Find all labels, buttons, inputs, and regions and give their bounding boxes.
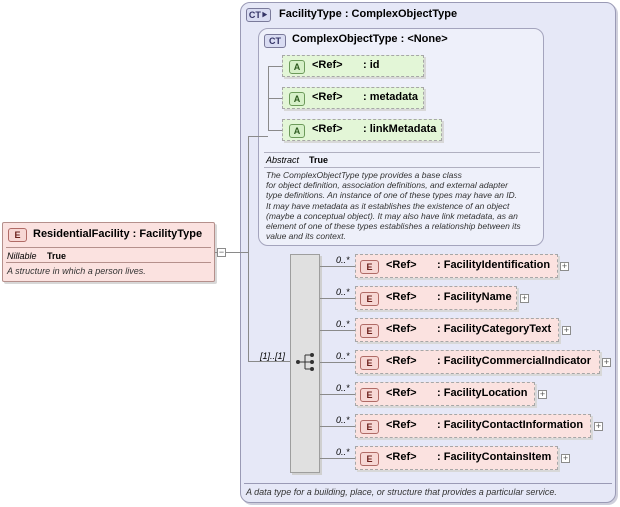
attribute-link-metadata[interactable]: A <Ref> : linkMetadata xyxy=(282,119,442,141)
element-icon: E xyxy=(360,420,379,434)
description-line: for object definition, association defin… xyxy=(266,180,508,191)
element-name: : FacilityContainsItem xyxy=(437,451,552,463)
facility-type-description: A data type for a building, place, or st… xyxy=(246,487,557,497)
attribute-name: : linkMetadata xyxy=(363,123,437,135)
element-name: : FacilityName xyxy=(437,291,512,303)
attribute-id[interactable]: A <Ref> : id xyxy=(282,55,424,77)
element-ref: <Ref> xyxy=(386,419,417,431)
element-icon: E xyxy=(360,260,379,274)
child-connector xyxy=(320,266,356,267)
attribute-connector xyxy=(268,66,282,67)
description-line: The ComplexObjectType type provides a ba… xyxy=(266,170,462,180)
element-name: : FacilityCategoryText xyxy=(437,323,552,335)
complex-type-icon: CT xyxy=(264,34,286,48)
expand-icon[interactable]: + xyxy=(562,325,571,335)
child-element-facility-identification[interactable]: E <Ref> : FacilityIdentification xyxy=(355,254,558,278)
attribute-icon: A xyxy=(289,124,305,138)
complex-type-icon: CT⯈ xyxy=(246,8,271,22)
abstract-value: True xyxy=(309,155,329,165)
element-icon: E xyxy=(8,228,27,242)
expand-icon[interactable]: + xyxy=(538,389,547,399)
attribute-icon: A xyxy=(289,60,305,74)
description-line: type definitions. An instance of one of … xyxy=(266,190,518,201)
complex-object-type-title: ComplexObjectType : <None> xyxy=(292,33,448,45)
description-line: element of one of these types establishe… xyxy=(266,221,521,232)
attribute-icon: A xyxy=(289,92,305,106)
expand-icon[interactable]: + xyxy=(594,421,603,431)
child-connector xyxy=(320,394,356,395)
child-cardinality: 0..* xyxy=(336,415,350,425)
hierarchy-connector xyxy=(248,136,249,362)
divider xyxy=(6,262,211,263)
child-cardinality: 0..* xyxy=(336,351,350,361)
element-icon: E xyxy=(360,388,379,402)
hierarchy-connector xyxy=(248,361,290,362)
expand-icon[interactable]: + xyxy=(561,453,570,463)
child-connector xyxy=(320,458,356,459)
element-ref: <Ref> xyxy=(386,323,417,335)
child-connector xyxy=(320,298,356,299)
element-ref: <Ref> xyxy=(386,355,417,367)
attribute-connector xyxy=(268,130,282,131)
attribute-ref: <Ref> xyxy=(312,91,343,103)
child-element-facility-location[interactable]: E <Ref> : FacilityLocation xyxy=(355,382,535,406)
element-name: : FacilityContactInformation xyxy=(437,419,584,431)
element-name: : FacilityCommercialIndicator xyxy=(437,355,592,367)
residential-facility-description: A structure in which a person lives. xyxy=(7,266,146,276)
hierarchy-connector xyxy=(248,136,268,137)
attribute-metadata[interactable]: A <Ref> : metadata xyxy=(282,87,424,109)
element-name: : FacilityIdentification xyxy=(437,259,551,271)
element-ref: <Ref> xyxy=(386,259,417,271)
abstract-label: Abstract xyxy=(266,155,300,165)
sequence-cardinality: [1]..[1] xyxy=(260,351,286,361)
divider xyxy=(244,483,612,484)
element-icon: E xyxy=(360,324,379,338)
attribute-ref: <Ref> xyxy=(312,59,343,71)
child-cardinality: 0..* xyxy=(336,319,350,329)
element-ref: <Ref> xyxy=(386,291,417,303)
element-icon: E xyxy=(360,452,379,466)
description-line: It may have metadata as it establishes t… xyxy=(266,200,510,211)
attribute-ref: <Ref> xyxy=(312,123,343,135)
residential-facility-element[interactable] xyxy=(2,222,215,282)
child-element-facility-name[interactable]: E <Ref> : FacilityName xyxy=(355,286,517,310)
child-element-facility-contact-information[interactable]: E <Ref> : FacilityContactInformation xyxy=(355,414,591,438)
child-connector xyxy=(320,362,356,363)
expand-icon[interactable]: + xyxy=(560,261,569,271)
attribute-connector xyxy=(268,98,282,99)
divider xyxy=(6,247,211,248)
residential-facility-title: ResidentialFacility : FacilityType xyxy=(33,228,203,240)
expand-icon[interactable]: + xyxy=(520,293,529,303)
element-icon: E xyxy=(360,356,379,370)
child-element-facility-commercial-indicator[interactable]: E <Ref> : FacilityCommercialIndicator xyxy=(355,350,600,374)
nillable-label: Nillable xyxy=(7,251,37,261)
sequence-icon xyxy=(296,353,314,371)
attribute-name: : metadata xyxy=(363,91,419,103)
expand-icon[interactable]: + xyxy=(602,357,611,367)
facility-type-title: FacilityType : ComplexObjectType xyxy=(279,8,458,20)
description-line: (maybe a conceptual object). It may also… xyxy=(266,210,518,221)
child-element-facility-contains-item[interactable]: E <Ref> : FacilityContainsItem xyxy=(355,446,558,470)
child-cardinality: 0..* xyxy=(336,287,350,297)
child-element-facility-category-text[interactable]: E <Ref> : FacilityCategoryText xyxy=(355,318,559,342)
child-cardinality: 0..* xyxy=(336,447,350,457)
root-connector xyxy=(226,252,248,253)
description-line: value and its context. xyxy=(266,231,346,242)
element-ref: <Ref> xyxy=(386,387,417,399)
element-name: : FacilityLocation xyxy=(437,387,528,399)
child-cardinality: 0..* xyxy=(336,255,350,265)
element-icon: E xyxy=(360,292,379,306)
child-connector xyxy=(320,426,356,427)
attribute-name: : id xyxy=(363,59,380,71)
child-cardinality: 0..* xyxy=(336,383,350,393)
divider xyxy=(264,167,540,168)
collapse-icon[interactable]: − xyxy=(217,247,226,257)
element-ref: <Ref> xyxy=(386,451,417,463)
child-connector xyxy=(320,330,356,331)
divider xyxy=(264,152,540,153)
complex-object-type-description: The ComplexObjectType type provides a ba… xyxy=(266,170,542,241)
nillable-value: True xyxy=(47,251,67,261)
